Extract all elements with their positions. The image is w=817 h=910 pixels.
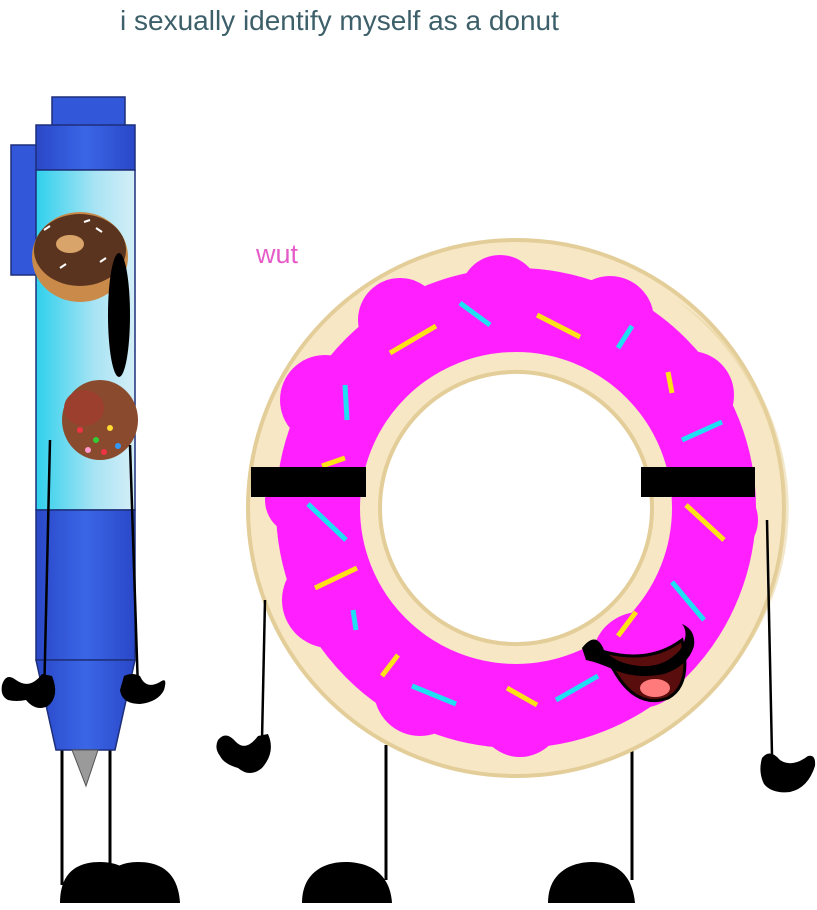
donut-arms bbox=[260, 519, 774, 756]
donut-sprinkles bbox=[306, 300, 726, 708]
pen-body-upper bbox=[35, 124, 136, 171]
donut-legs bbox=[384, 740, 634, 880]
pen-nose-cone bbox=[35, 659, 136, 751]
donut-hands bbox=[216, 734, 816, 793]
donut-photo-top bbox=[32, 212, 128, 302]
donut-mouth bbox=[582, 624, 695, 703]
pen-arms bbox=[42, 439, 140, 701]
pen-feet bbox=[60, 862, 180, 903]
pen-tip bbox=[71, 749, 99, 788]
reply-text: wut bbox=[256, 239, 299, 269]
pen-hands bbox=[1, 674, 166, 708]
donut-character bbox=[216, 238, 816, 903]
pen-eye bbox=[108, 253, 130, 377]
pen-character bbox=[1, 96, 180, 903]
donut-feet bbox=[302, 862, 635, 903]
pen-body-lower bbox=[35, 509, 136, 661]
pen-top-cap bbox=[51, 96, 126, 128]
donut-eye-right bbox=[641, 467, 755, 497]
caption-text: i sexually identify myself as a donut bbox=[120, 5, 559, 36]
donut-photo-bottom bbox=[62, 380, 138, 460]
donut-eye-left bbox=[251, 467, 366, 497]
pen-legs bbox=[60, 740, 112, 885]
